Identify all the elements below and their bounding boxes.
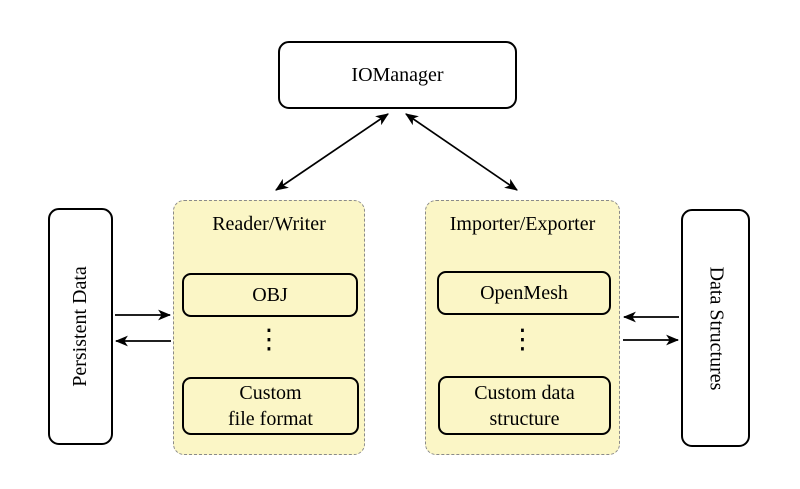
custom-file-format-line2: file format [228,408,313,430]
group-importer-exporter-title: Importer/Exporter [449,213,596,235]
node-custom-data-structure: Custom data structure [438,376,611,435]
node-openmesh: OpenMesh [437,271,611,315]
arrow-iomanager-importerexporter [405,113,518,191]
obj-label: OBJ [252,284,288,306]
arrow-iomanager-readerwriter [275,113,389,191]
openmesh-label: OpenMesh [480,282,568,304]
node-persistent-data: Persistent Data [48,208,113,445]
persistent-data-label: Persistent Data [69,266,91,387]
data-structures-label: Data Structures [705,266,728,390]
ellipsis-importer-exporter: ⋮ [509,324,536,355]
node-custom-file-format: Custom file format [182,377,359,435]
iomanager-label: IOManager [351,63,444,86]
group-importer-exporter: Importer/Exporter OpenMesh ⋮ Custom data… [425,200,620,455]
node-iomanager: IOManager [278,41,517,109]
custom-data-structure-line1: Custom data [474,381,575,404]
group-reader-writer: Reader/Writer OBJ ⋮ Custom file format [173,200,365,455]
custom-file-format-line1: Custom [239,382,302,404]
group-reader-writer-title: Reader/Writer [212,213,326,235]
custom-data-structure-line2: structure [489,407,560,430]
node-obj: OBJ [182,273,358,317]
ellipsis-reader-writer: ⋮ [255,324,283,355]
node-data-structures: Data Structures [681,209,750,447]
